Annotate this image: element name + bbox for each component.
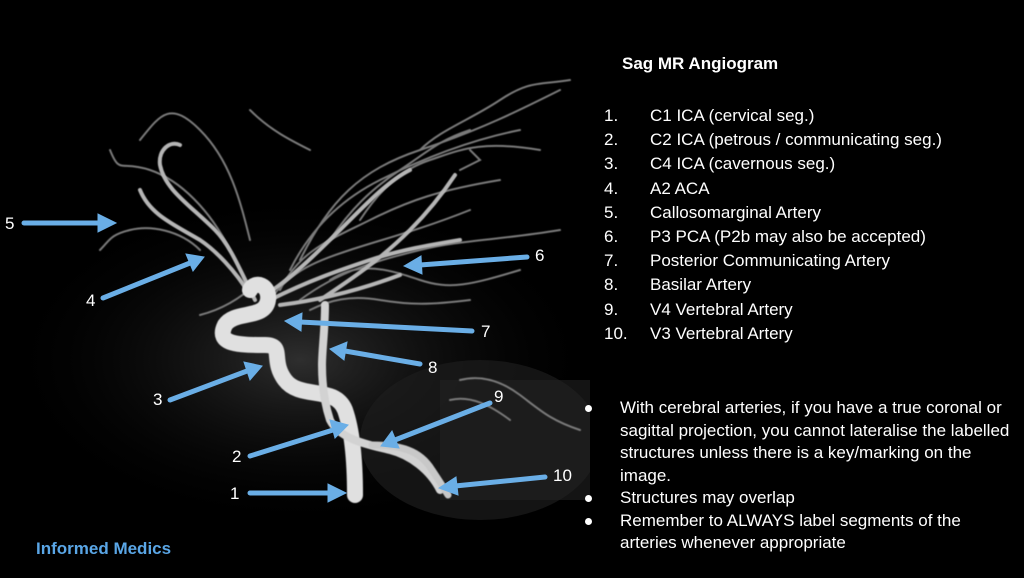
legend-number: 6. [604, 227, 619, 247]
notes-list: With cerebral arteries, if you have a tr… [580, 397, 1010, 555]
legend-number: 4. [604, 178, 619, 198]
label-2: 2 [232, 447, 241, 466]
arrow-5-head [97, 213, 118, 233]
legend-text: P3 PCA (P2b may also be accepted) [650, 227, 926, 247]
legend-item: 6. P3 PCA (P2b may also be accepted) [604, 225, 942, 249]
label-5: 5 [5, 214, 14, 233]
legend-number: 9. [604, 299, 619, 319]
legend-item: 5. Callosomarginal Artery [604, 201, 942, 225]
note-item: With cerebral arteries, if you have a tr… [580, 397, 1010, 487]
arrow-7-head [283, 312, 303, 332]
legend-text: A2 ACA [650, 178, 710, 198]
label-1: 1 [230, 484, 239, 503]
cerebral-arteries [138, 141, 462, 307]
arrow-6-head [402, 255, 423, 275]
page-title: Sag MR Angiogram [622, 54, 779, 73]
legend-text: V4 Vertebral Artery [650, 299, 793, 319]
note-text: Structures may overlap [620, 488, 795, 507]
note-text: Remember to ALWAYS label segments of the… [620, 510, 961, 553]
legend-text: C2 ICA (petrous / communicating seg.) [650, 130, 942, 150]
legend-number: 3. [604, 154, 619, 174]
bullet-icon [585, 517, 592, 525]
label-3: 3 [153, 390, 162, 409]
arrow-3 [167, 368, 250, 403]
legend-item: 9. V4 Vertebral Artery [604, 298, 942, 322]
legend-item: 4. A2 ACA [604, 177, 942, 201]
arrow-2-head [329, 419, 349, 439]
label-10: 10 [553, 466, 572, 485]
legend-number: 2. [604, 130, 619, 150]
bullet-icon [585, 495, 592, 502]
legend-text: C1 ICA (cervical seg.) [650, 106, 815, 125]
legend-item: 2. C2 ICA (petrous / communicating seg.) [604, 128, 942, 152]
arrow-3-head [243, 361, 263, 381]
label-4: 4 [86, 291, 95, 310]
angiogram-image: 1 2 3 4 5 6 7 8 9 10 [0, 79, 590, 530]
legend-item: 10. V3 Vertebral Artery [604, 322, 942, 346]
arrow-9 [392, 400, 493, 443]
legend-text: Basilar Artery [650, 275, 752, 295]
arrow-8-head [329, 341, 348, 361]
legend-list: 1. C1 ICA (cervical seg.) 2. C2 ICA (petro… [604, 104, 942, 346]
arrow-9-head [380, 429, 400, 449]
label-8: 8 [428, 358, 437, 377]
arrow-6 [417, 254, 530, 268]
arrow-7 [297, 319, 475, 334]
note-item: Structures may overlap [580, 487, 1010, 510]
note-item: Remember to ALWAYS label segments of the… [580, 510, 1010, 555]
label-9: 9 [494, 387, 503, 406]
legend-item: 7. Posterior Communicating Artery [604, 249, 942, 273]
arrow-10-head [437, 476, 459, 496]
arrow-4-head [185, 253, 205, 272]
legend-number: 8. [604, 275, 619, 295]
legend-number: 10. [604, 323, 628, 343]
label-7: 7 [481, 322, 490, 341]
legend-text: V3 Vertebral Artery [650, 323, 793, 343]
note-text: With cerebral arteries, if you have a tr… [620, 398, 1010, 485]
legend-item: 1. C1 ICA (cervical seg.) [604, 104, 942, 128]
label-arrows [21, 213, 548, 503]
arrow-4 [100, 260, 193, 301]
legend-number: 5. [604, 202, 619, 222]
legend-text: Posterior Communicating Artery [650, 251, 890, 271]
legend-number: 7. [604, 251, 619, 271]
arrow-1-head [327, 483, 348, 503]
legend-item: 3. C4 ICA (cavernous seg.) [604, 152, 942, 176]
legend-text: C4 ICA (cavernous seg.) [650, 154, 836, 174]
legend-number: 1. [604, 106, 619, 125]
brand-watermark: Informed Medics [36, 539, 172, 558]
label-6: 6 [535, 246, 544, 265]
bullet-icon [585, 405, 592, 412]
arrow-10 [452, 474, 548, 489]
legend-text: Callosomarginal Artery [650, 202, 822, 222]
arrow-2 [247, 427, 336, 459]
arrow-8 [342, 348, 423, 367]
legend-item: 8. Basilar Artery [604, 273, 942, 297]
